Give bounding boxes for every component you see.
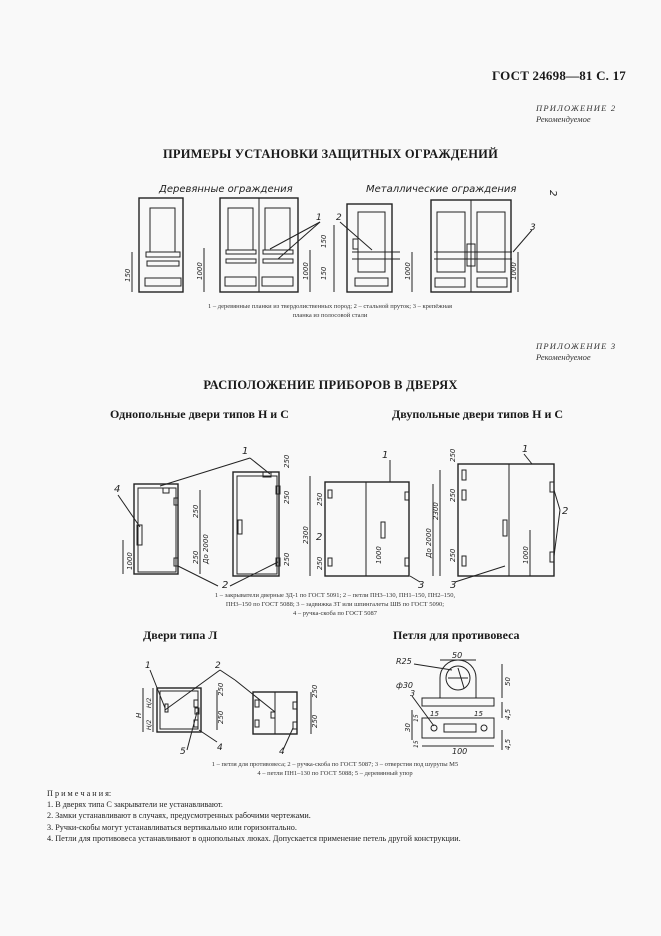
appendix-3-status: Рекомендуемое (536, 352, 591, 362)
svg-text:150: 150 (124, 268, 132, 282)
svg-text:1000: 1000 (126, 552, 134, 570)
metal-guards-label: Металлические ограждения (366, 184, 517, 195)
svg-text:100: 100 (452, 747, 467, 755)
svg-text:250: 250 (217, 682, 225, 696)
svg-text:250: 250 (449, 448, 457, 462)
svg-text:250: 250 (316, 492, 324, 506)
svg-text:2: 2 (222, 580, 228, 590)
svg-text:2: 2 (316, 532, 322, 543)
svg-text:5: 5 (180, 747, 186, 755)
svg-text:250: 250 (449, 548, 457, 562)
guard-installation-figure: 1 2 3 2 150 1000 1000 150 150 1000 1000 (124, 190, 558, 293)
svg-text:1: 1 (242, 446, 248, 457)
svg-text:H/2: H/2 (146, 697, 153, 708)
svg-text:1: 1 (382, 450, 388, 461)
type-l-doors-title: Двери типа Л (143, 628, 218, 642)
caption-line: 4 – петли ПН1–130 по ГОСТ 5088; 5 – дере… (257, 770, 413, 777)
appendix-2-caption: 1 – деревянные планки из твердолиственны… (140, 302, 520, 320)
callout-3: 3 (530, 223, 536, 233)
caption-line: 1 – деревянные планки из твердолиственны… (208, 303, 452, 310)
note-item: 1. В дверях типа С закрыватели не устана… (47, 800, 223, 810)
svg-text:1: 1 (145, 661, 151, 671)
appendix-2-title: ПРИМЕРЫ УСТАНОВКИ ЗАЩИТНЫХ ОГРАЖДЕНИЙ (162, 147, 499, 161)
svg-text:2: 2 (562, 506, 568, 517)
caption-line: ПН3–150 по ГОСТ 5088; 3 – задвижка ЗТ ил… (225, 601, 445, 608)
appendix-3-label: ПРИЛОЖЕНИЕ 3 (536, 341, 617, 351)
callout-2: 2 (336, 213, 342, 223)
svg-text:150: 150 (320, 234, 328, 248)
svg-text:250: 250 (449, 488, 457, 502)
svg-text:15: 15 (430, 710, 439, 718)
svg-text:15: 15 (474, 710, 483, 718)
counterweight-hinge-figure: R25 50 ф30 15 15 3 100 50 4,5 4,5 30 15 … (396, 651, 512, 755)
appendix-2-status: Рекомендуемое (536, 114, 591, 124)
appendix-3-caption: 1 – закрыватели дверные ЗД-1 по ГОСТ 509… (150, 591, 520, 618)
svg-text:2300: 2300 (302, 526, 310, 544)
svg-text:250: 250 (316, 556, 324, 570)
caption-line: 1 – петля для противовеса; 2 – ручка-ско… (211, 761, 459, 768)
svg-text:15: 15 (413, 740, 420, 748)
caption-line: 1 – закрыватели дверные ЗД-1 по ГОСТ 509… (214, 592, 456, 599)
svg-text:15: 15 (413, 714, 420, 722)
svg-text:1000: 1000 (375, 546, 383, 564)
svg-text:1000: 1000 (404, 262, 412, 280)
door-devices-figure: 4 1 2 1 1 2 2 3 3 1000 250 До 2000 250 2… (114, 444, 568, 590)
svg-text:250: 250 (192, 504, 200, 518)
svg-text:4,5: 4,5 (504, 708, 512, 720)
svg-text:H/2: H/2 (146, 719, 153, 730)
svg-text:50: 50 (504, 677, 512, 686)
double-leaf-doors-title: Двупольные двери типов Н и С (392, 407, 564, 421)
svg-text:4: 4 (279, 747, 285, 755)
svg-text:3: 3 (418, 580, 424, 590)
svg-text:250: 250 (311, 714, 319, 728)
svg-text:250: 250 (311, 684, 319, 698)
svg-text:ф30: ф30 (396, 681, 413, 690)
caption-line: 4 – ручка-скоба по ГОСТ 5087 (293, 610, 377, 617)
svg-text:250: 250 (283, 454, 291, 468)
note-item: 2. Замки устанавливают в случаях, предус… (47, 811, 311, 821)
appendix-3-caption-2: 1 – петля для противовеса; 2 – ручка-ско… (150, 760, 520, 778)
svg-text:50: 50 (452, 651, 462, 660)
svg-text:4,5: 4,5 (504, 738, 512, 750)
appendix-3-title: РАСПОЛОЖЕНИЕ ПРИБОРОВ В ДВЕРЯХ (203, 378, 458, 392)
appendix-2-label: ПРИЛОЖЕНИЕ 2 (536, 103, 617, 113)
svg-text:1000: 1000 (522, 546, 530, 564)
svg-text:150: 150 (320, 266, 328, 280)
svg-text:2: 2 (215, 661, 221, 671)
single-leaf-doors-title: Однопольные двери типов Н и С (110, 407, 289, 421)
notes-section: П р и м е ч а н и я: 1. В дверях типа С … (47, 788, 461, 844)
wooden-guards-label: Деревянные ограждения (159, 184, 293, 195)
callout-1: 1 (316, 213, 322, 223)
svg-text:250: 250 (217, 710, 225, 724)
svg-text:4: 4 (114, 484, 120, 495)
svg-text:250: 250 (192, 550, 200, 564)
svg-text:250: 250 (283, 552, 291, 566)
document-header: ГОСТ 24698—81 С. 17 (492, 68, 626, 83)
svg-text:1000: 1000 (196, 262, 204, 280)
counterweight-hinge-title: Петля для противовеса (393, 628, 520, 642)
svg-text:3: 3 (410, 689, 415, 698)
svg-text:3: 3 (450, 580, 456, 590)
svg-text:До 2000: До 2000 (425, 528, 433, 559)
svg-text:R25: R25 (396, 657, 412, 666)
svg-text:До 2000: До 2000 (202, 534, 210, 565)
svg-text:4: 4 (217, 743, 223, 753)
svg-text:H: H (135, 712, 143, 718)
notes-heading: П р и м е ч а н и я: (47, 789, 112, 798)
callout-2-top: 2 (547, 190, 558, 196)
svg-text:250: 250 (283, 490, 291, 504)
svg-text:1000: 1000 (510, 262, 518, 280)
type-l-doors-figure: 1 2 5 4 4 H H/2 H/2 250 250 250 250 (135, 661, 319, 755)
svg-text:1: 1 (522, 444, 528, 455)
caption-line: планка из полосовой стали (292, 312, 368, 319)
note-item: 3. Ручки-скобы могут устанавливаться вер… (47, 822, 297, 832)
svg-text:1000: 1000 (302, 262, 310, 280)
svg-text:2300: 2300 (432, 502, 440, 520)
note-item: 4. Петли для противовеса устанавливают в… (47, 833, 461, 843)
svg-text:30: 30 (404, 723, 412, 732)
